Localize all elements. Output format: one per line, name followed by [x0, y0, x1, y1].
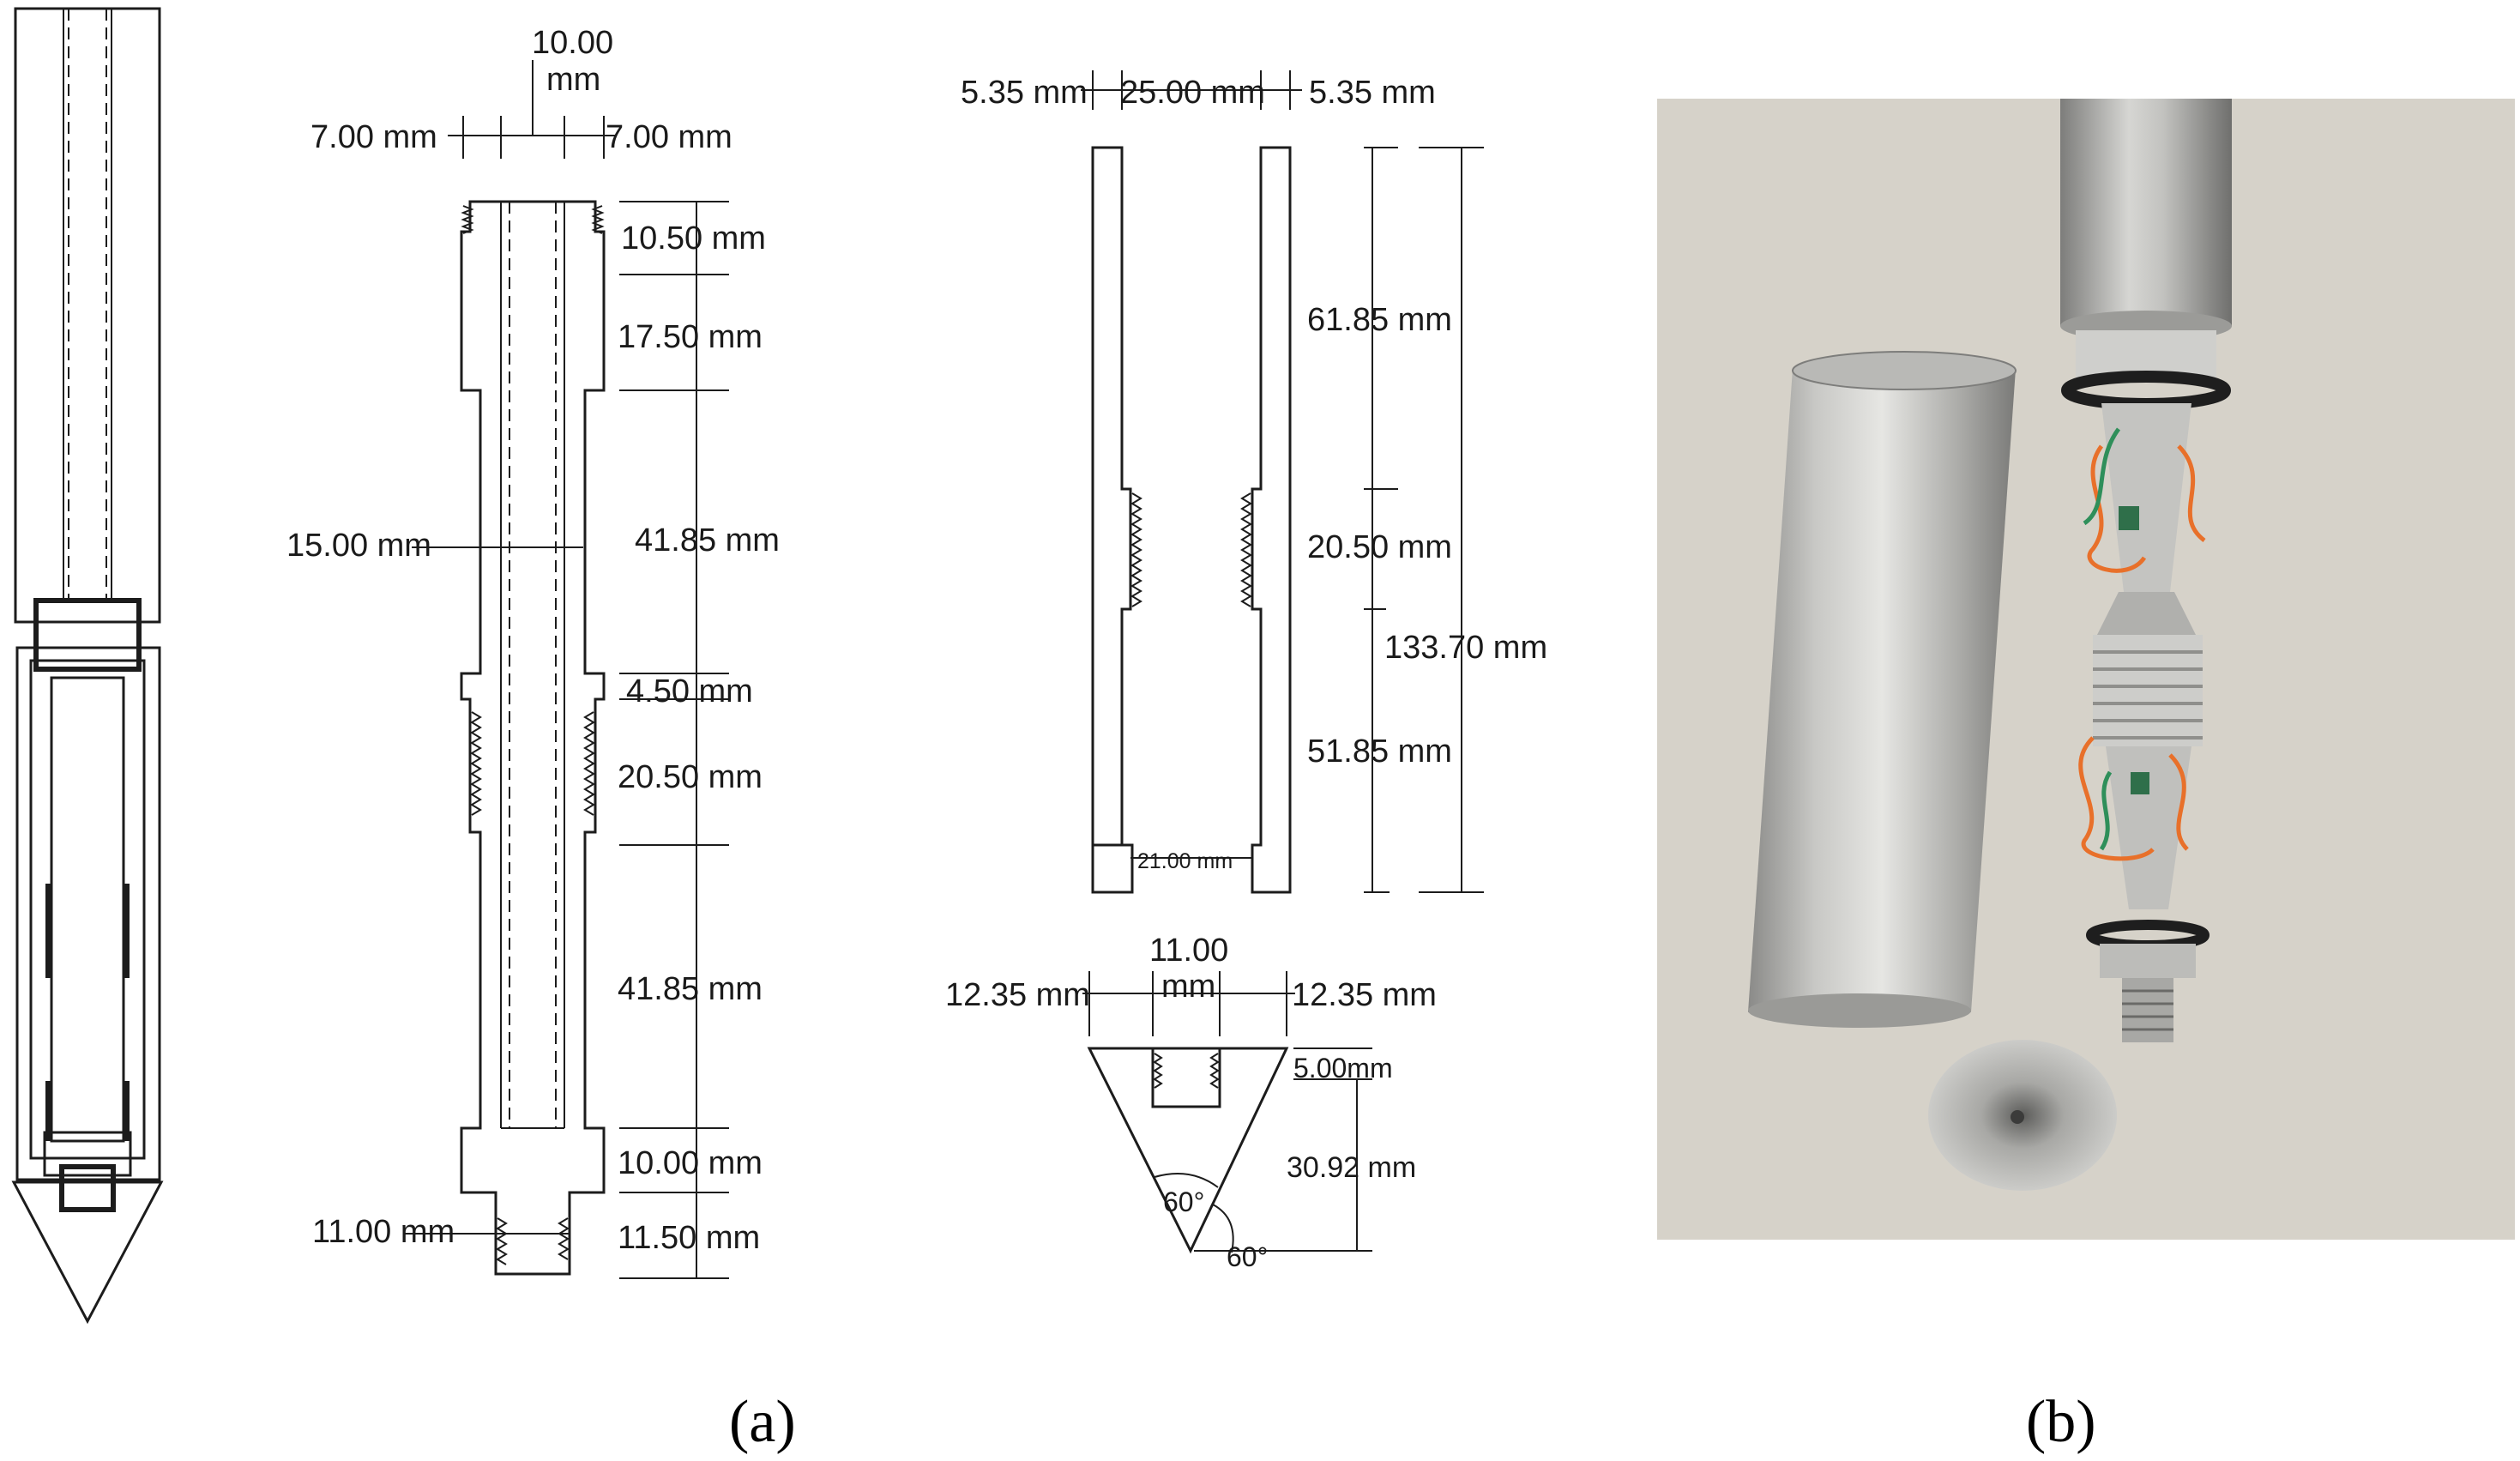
photo-cone-tip	[1928, 1040, 2117, 1191]
shaft-thread-top	[461, 205, 605, 234]
shaft-outline	[460, 200, 606, 1276]
sleeve-right-wall	[1251, 146, 1292, 894]
assembly-drawing	[11, 7, 164, 1325]
dim-sleeve-upper: 61.85 mm	[1307, 302, 1452, 338]
dim-top-width-l1: 10.00	[532, 25, 613, 61]
angle-label-1: 60°	[1163, 1186, 1204, 1217]
dim-sleeve-inner: 21.00 mm	[1137, 849, 1233, 873]
cone-outline	[1087, 1047, 1289, 1254]
dim-right-wall: 7.00 mm	[606, 119, 732, 155]
cone-threaded-hole	[1151, 1047, 1221, 1108]
dim-sleeve-thread: 20.50 mm	[1307, 529, 1452, 565]
panel-label-a: (a)	[729, 1389, 796, 1455]
dim-thread-dia: 11.00 mm	[312, 1214, 455, 1250]
sleeve-left-wall	[1091, 146, 1132, 892]
dim-bore: 15.00 mm	[286, 528, 431, 564]
panel-label-b: (b)	[2026, 1389, 2096, 1455]
sleeve-drawing: 5.35 mm 25.00 mm 5.35 mm 61.85 mm 20.50 …	[961, 70, 1547, 894]
dim-seg6: 41.85 mm	[618, 971, 763, 1007]
dim-seg3: 41.85 mm	[635, 522, 780, 558]
shaft-thread-bottom	[496, 1217, 570, 1265]
angle-label-2: 60°	[1227, 1241, 1268, 1272]
dim-seg1: 10.50 mm	[621, 220, 766, 257]
assembly-outer-rod	[14, 7, 161, 624]
dim-seg4: 4.50 mm	[626, 673, 753, 709]
probe-photo	[1657, 99, 2515, 1240]
dim-cone-mid-l2: mm	[1161, 969, 1215, 1005]
dim-seg5: 20.50 mm	[618, 759, 763, 795]
photo-sleeve-tube	[1748, 351, 2017, 1028]
photo-instrumented-shaft	[2061, 371, 2231, 1042]
dim-cone-right: 12.35 mm	[1292, 977, 1437, 1013]
dim-sleeve-left: 5.35 mm	[961, 75, 1088, 111]
shaft-thread-mid	[470, 711, 595, 816]
dim-cone-left: 12.35 mm	[945, 977, 1090, 1013]
shaft-drawing: 10.00 mm 7.00 mm 7.00 mm 10.50 mm 17.50 …	[286, 25, 780, 1279]
photo-rod	[2060, 99, 2232, 382]
dim-top-width-l2: mm	[546, 62, 600, 98]
photo-strain-gauge-wires	[2078, 427, 2206, 861]
dim-sleeve-lower: 51.85 mm	[1307, 734, 1452, 770]
dim-cone-mid-l1: 11.00	[1149, 933, 1228, 969]
dim-left-wall: 7.00 mm	[310, 119, 437, 155]
assembly-cone-tip	[11, 1180, 164, 1325]
dim-seg7: 10.00 mm	[618, 1145, 763, 1181]
cone-drawing: 12.35 mm 11.00 mm 12.35 mm 5.00mm 30.92 …	[945, 933, 1437, 1272]
dim-cone-hole-depth: 5.00mm	[1293, 1053, 1393, 1084]
dim-cone-height: 30.92 mm	[1287, 1151, 1416, 1184]
dim-sleeve-total: 133.70 mm	[1384, 630, 1547, 666]
dim-sleeve-right: 5.35 mm	[1309, 75, 1436, 111]
dim-sleeve-mid: 25.00 mm	[1120, 75, 1265, 111]
dim-seg8: 11.50 mm	[618, 1220, 760, 1256]
dim-seg2: 17.50 mm	[618, 319, 763, 355]
